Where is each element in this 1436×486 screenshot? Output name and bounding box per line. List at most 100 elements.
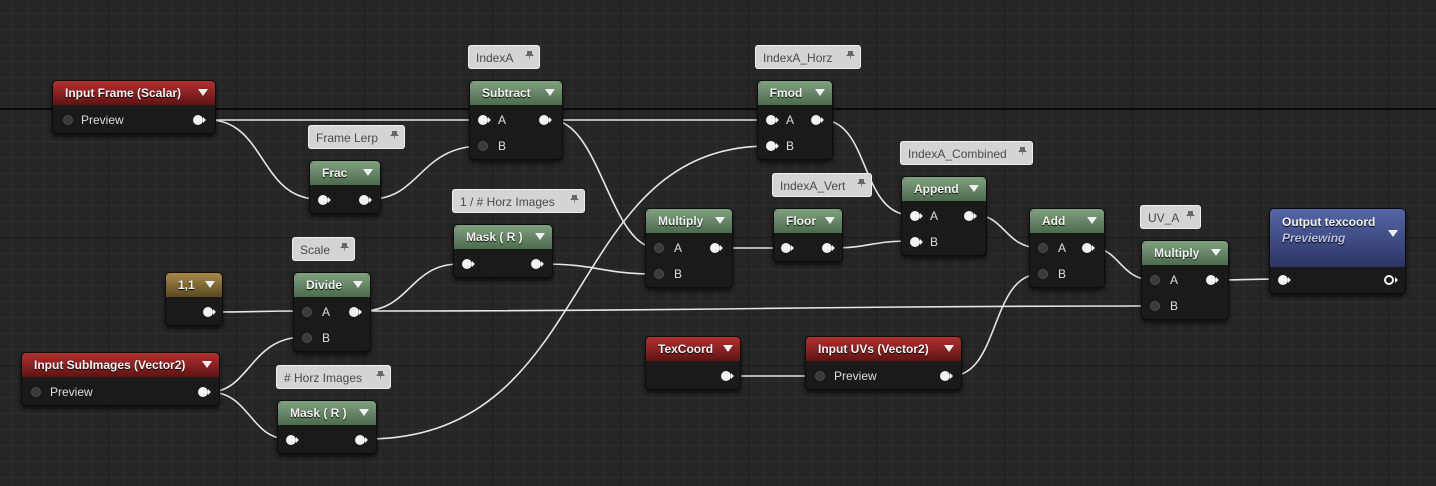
preview-toggle-pin[interactable] xyxy=(31,387,41,397)
output-pin[interactable] xyxy=(1082,243,1095,253)
wire-inputuvs-add[interactable] xyxy=(950,273,1041,377)
pushpin-icon[interactable] xyxy=(524,49,536,61)
wire-fmod-append[interactable] xyxy=(821,119,912,216)
preview-toggle-pin[interactable] xyxy=(63,115,73,125)
chevron-down-icon[interactable] xyxy=(944,345,954,352)
input-pin-b[interactable] xyxy=(654,269,664,279)
node-header[interactable]: Frac xyxy=(310,161,380,185)
input-pin[interactable] xyxy=(286,435,299,445)
node-header[interactable]: Mask ( R ) xyxy=(278,401,376,425)
mask-r-node[interactable]: Mask ( R ) xyxy=(277,400,377,454)
output-pin[interactable] xyxy=(811,115,824,125)
input-pin[interactable] xyxy=(462,259,475,269)
input-pin-b[interactable] xyxy=(478,141,488,151)
texcoord-node[interactable]: TexCoord xyxy=(645,336,741,390)
node-header[interactable]: Input Frame (Scalar) xyxy=(53,81,215,105)
chevron-down-icon[interactable] xyxy=(353,281,363,288)
multiply-node[interactable]: Multiply A B xyxy=(645,208,733,288)
input-pin-b[interactable] xyxy=(1150,301,1160,311)
pushpin-icon[interactable] xyxy=(856,177,868,189)
output-pin[interactable] xyxy=(193,115,206,125)
pushpin-icon[interactable] xyxy=(339,241,351,253)
constant-node[interactable]: 1,1 xyxy=(165,272,223,326)
chevron-down-icon[interactable] xyxy=(535,233,545,240)
chevron-down-icon[interactable] xyxy=(825,217,835,224)
input-pin[interactable] xyxy=(815,371,825,381)
output-pin[interactable] xyxy=(198,387,211,397)
comment-bubble[interactable]: IndexA_Horz xyxy=(755,45,861,69)
output-texcoord-node[interactable]: Output texcoord Previewing xyxy=(1269,208,1406,294)
comment-bubble[interactable]: IndexA_Vert xyxy=(772,173,872,197)
input-pin-a[interactable] xyxy=(654,243,664,253)
node-header[interactable]: Output texcoord Previewing xyxy=(1270,209,1405,267)
input-subimages-node[interactable]: Input SubImages (Vector2) Preview xyxy=(21,352,220,406)
output-pin[interactable] xyxy=(710,243,723,253)
chevron-down-icon[interactable] xyxy=(723,345,733,352)
floor-node[interactable]: Floor xyxy=(773,208,843,262)
divide-node[interactable]: Divide A B xyxy=(293,272,371,352)
mask-r-node[interactable]: Mask ( R ) xyxy=(453,224,553,278)
comment-bubble[interactable]: # Horz Images xyxy=(276,365,391,389)
chevron-down-icon[interactable] xyxy=(202,361,212,368)
chevron-down-icon[interactable] xyxy=(815,89,825,96)
input-pin-b[interactable] xyxy=(766,141,779,151)
input-pin[interactable] xyxy=(781,243,794,253)
chevron-down-icon[interactable] xyxy=(1087,217,1097,224)
wire-constant-divide[interactable] xyxy=(212,310,305,313)
node-header[interactable]: Input UVs (Vector2) xyxy=(806,337,961,361)
wire-inputframe-frac[interactable] xyxy=(208,119,319,200)
input-uvs-node[interactable]: Input UVs (Vector2) Preview xyxy=(805,336,962,390)
node-header[interactable]: 1,1 xyxy=(166,273,222,297)
output-pin[interactable] xyxy=(940,371,953,381)
chevron-down-icon[interactable] xyxy=(198,89,208,96)
input-pin-a[interactable] xyxy=(910,211,923,221)
add-node[interactable]: Add A B xyxy=(1029,208,1105,288)
input-pin-a[interactable] xyxy=(302,307,312,317)
input-pin-a[interactable] xyxy=(766,115,779,125)
node-header[interactable]: Multiply xyxy=(1142,241,1228,265)
pushpin-icon[interactable] xyxy=(1017,145,1029,157)
node-header[interactable]: Floor xyxy=(774,209,842,233)
output-pin[interactable] xyxy=(1384,275,1398,285)
node-header[interactable]: Mask ( R ) xyxy=(454,225,552,249)
chevron-down-icon[interactable] xyxy=(359,409,369,416)
multiply-node[interactable]: Multiply A B xyxy=(1141,240,1229,320)
input-pin-a[interactable] xyxy=(1038,243,1048,253)
input-pin-a[interactable] xyxy=(478,115,491,125)
chevron-down-icon[interactable] xyxy=(545,89,555,96)
pushpin-icon[interactable] xyxy=(389,129,401,141)
comment-bubble[interactable]: UV_A xyxy=(1140,205,1201,229)
comment-bubble[interactable]: 1 / # Horz Images xyxy=(452,189,585,213)
output-pin[interactable] xyxy=(531,259,544,269)
append-node[interactable]: Append A B xyxy=(901,176,987,256)
chevron-down-icon[interactable] xyxy=(715,217,725,224)
input-frame-node[interactable]: Input Frame (Scalar) Preview xyxy=(52,80,216,134)
wire-divide-masktop[interactable] xyxy=(361,263,460,312)
wire-divide-multiply-out[interactable] xyxy=(361,305,1154,312)
chevron-down-icon[interactable] xyxy=(205,281,215,288)
node-header[interactable]: Multiply xyxy=(646,209,732,233)
input-pin[interactable] xyxy=(1278,275,1291,285)
comment-bubble[interactable]: IndexA xyxy=(468,45,540,69)
chevron-down-icon[interactable] xyxy=(363,169,373,176)
input-pin-b[interactable] xyxy=(302,333,312,343)
node-header[interactable]: Input SubImages (Vector2) xyxy=(22,353,219,377)
pushpin-icon[interactable] xyxy=(375,369,387,381)
output-pin[interactable] xyxy=(349,307,362,317)
subtract-node[interactable]: Subtract A B xyxy=(469,80,563,160)
output-pin[interactable] xyxy=(822,243,835,253)
pushpin-icon[interactable] xyxy=(845,49,857,61)
node-header[interactable]: Divide xyxy=(294,273,370,297)
chevron-down-icon[interactable] xyxy=(969,185,979,192)
node-header[interactable]: Add xyxy=(1030,209,1104,233)
output-pin[interactable] xyxy=(203,307,216,317)
chevron-down-icon[interactable] xyxy=(1388,230,1398,237)
comment-bubble[interactable]: Frame Lerp xyxy=(308,125,405,149)
pushpin-icon[interactable] xyxy=(1185,209,1197,221)
node-header[interactable]: Fmod xyxy=(758,81,832,105)
output-pin[interactable] xyxy=(355,435,368,445)
input-pin-b[interactable] xyxy=(910,237,923,247)
comment-bubble[interactable]: Scale xyxy=(292,237,355,261)
wire-masktop-multiply[interactable] xyxy=(541,263,658,275)
